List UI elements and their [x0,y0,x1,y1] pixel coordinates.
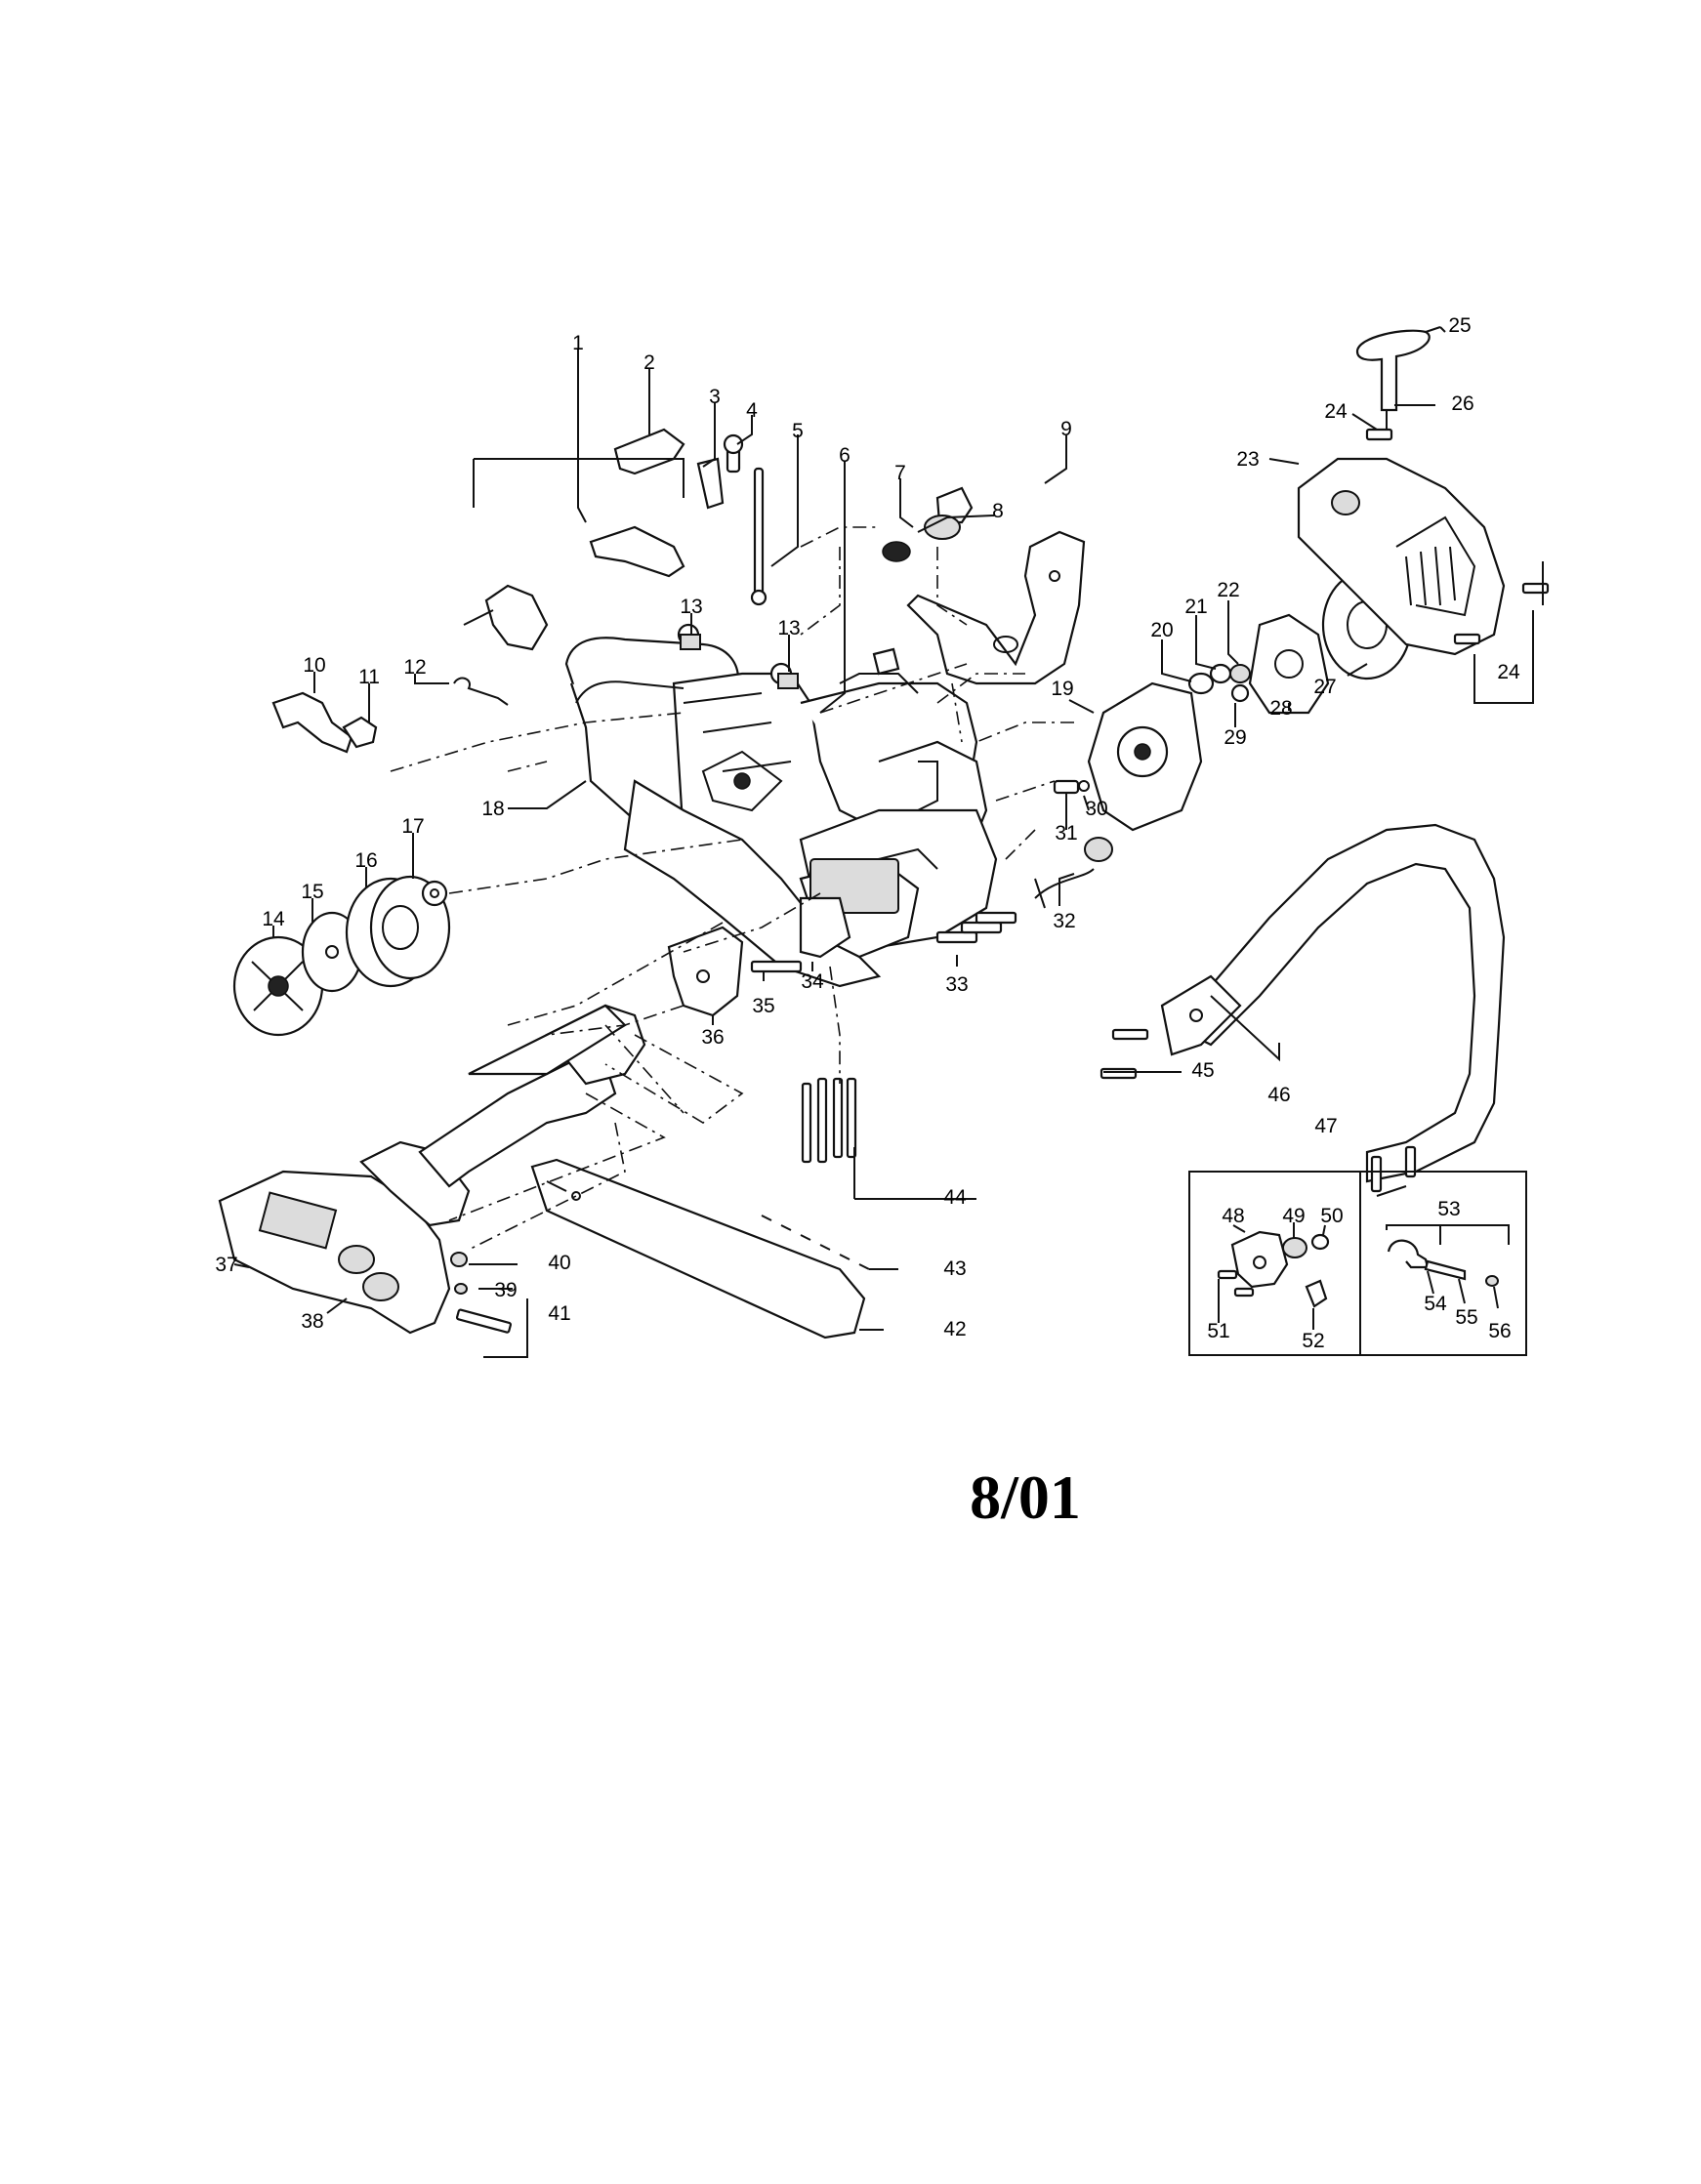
callout-13a: 13 [680,596,702,618]
callout-36: 36 [701,1026,724,1049]
callout-24b: 24 [1497,661,1520,683]
callout-20: 20 [1150,619,1173,641]
throttle-parts [463,428,793,685]
callout-50: 50 [1320,1205,1343,1227]
clutch-cover [218,1004,646,1335]
callout-11: 11 [358,666,380,688]
front-handle [1099,823,1506,1193]
callout-32: 32 [1053,910,1075,932]
callout-45: 45 [1191,1059,1214,1082]
callout-34: 34 [801,970,824,993]
callout-8: 8 [992,500,1004,522]
callout-18: 18 [481,798,504,820]
callout-24a: 24 [1324,400,1348,423]
callout-17: 17 [401,815,424,838]
callout-52: 52 [1302,1330,1324,1352]
callout-39: 39 [494,1279,517,1301]
part-13-left [680,634,701,650]
callout-5: 5 [792,420,804,442]
callout-23: 23 [1236,448,1259,471]
lower-front-parts [667,779,1113,1017]
guide-bar-and-chain [530,1158,870,1339]
callout-51: 51 [1207,1320,1229,1342]
clutch-parts [232,875,451,1037]
callout-54: 54 [1424,1293,1447,1315]
callout-49: 49 [1282,1205,1305,1227]
flywheel-starter-parts [1087,329,1550,832]
callout-25: 25 [1448,314,1471,337]
callout-21: 21 [1184,596,1207,618]
callout-14: 14 [262,908,285,930]
callout-56: 56 [1488,1320,1511,1342]
callout-41: 41 [548,1302,570,1325]
callout-30: 30 [1085,798,1107,820]
callout-16: 16 [354,849,377,872]
handle-clip-parts [271,677,509,754]
callout-31: 31 [1055,822,1077,845]
callout-55: 55 [1455,1306,1477,1329]
callout-1: 1 [572,332,584,354]
callout-7: 7 [894,462,906,484]
callout-35: 35 [752,995,774,1017]
part-13-right [777,673,799,689]
callout-19: 19 [1051,678,1073,700]
callout-46: 46 [1267,1084,1290,1106]
leader-lines [233,326,1544,1358]
callout-28: 28 [1269,697,1292,720]
callout-48: 48 [1222,1205,1244,1227]
callout-53: 53 [1437,1198,1460,1220]
callout-42: 42 [943,1318,966,1340]
callout-47: 47 [1314,1115,1337,1137]
callout-3: 3 [709,386,721,408]
revision-date: 8/01 [970,1463,1081,1532]
callout-44: 44 [943,1186,967,1209]
callout-9: 9 [1060,418,1072,440]
callout-29: 29 [1224,726,1246,749]
callout-13b: 13 [777,617,800,639]
callout-6: 6 [839,444,850,467]
callout-26: 26 [1451,392,1473,415]
callout-33: 33 [945,973,968,996]
callout-40: 40 [548,1252,570,1274]
bar-studs [801,1077,857,1164]
callout-4: 4 [746,399,758,422]
oil-cap-and-bracket [872,486,1086,685]
callout-27: 27 [1313,676,1336,698]
main-housing [564,637,998,988]
callout-2: 2 [643,351,655,374]
callout-43: 43 [943,1257,966,1280]
callout-10: 10 [303,654,325,677]
callout-12: 12 [403,656,426,679]
callout-38: 38 [301,1310,323,1333]
callout-labels: 1 2 3 4 5 6 7 8 9 10 11 12 13 13 14 15 1… [215,314,1520,1352]
callout-15: 15 [301,881,323,903]
inset-box [1188,1171,1527,1356]
callout-37: 37 [215,1254,237,1276]
callout-22: 22 [1217,579,1239,601]
